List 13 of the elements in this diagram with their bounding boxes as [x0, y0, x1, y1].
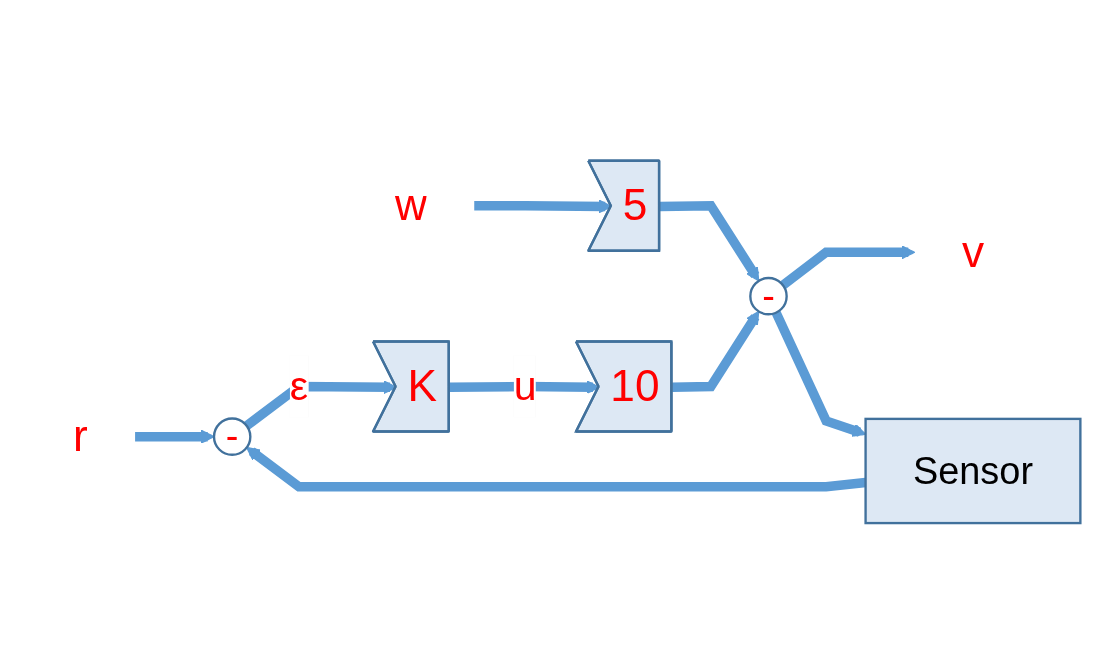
edge-label: ε	[289, 361, 308, 409]
arrow	[245, 446, 866, 491]
arrow	[779, 244, 915, 289]
node-box: Sensor	[863, 417, 1082, 524]
edge-label: u	[513, 361, 537, 409]
node-text: r	[72, 410, 88, 460]
node-circle: -	[748, 276, 788, 315]
arrow	[671, 310, 759, 392]
arrow	[771, 310, 866, 437]
node-text: w	[394, 179, 427, 229]
node-circle: -	[212, 416, 251, 456]
node-text: v	[961, 226, 984, 276]
arrow	[659, 200, 759, 281]
